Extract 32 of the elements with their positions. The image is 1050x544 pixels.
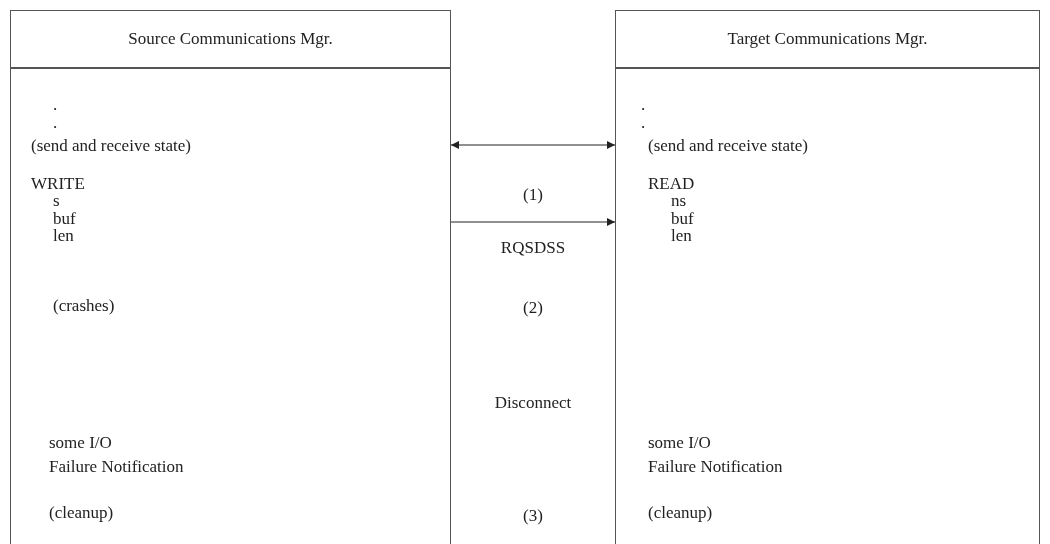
body-text: . (53, 96, 58, 114)
arrow (450, 141, 616, 149)
body-text: len (671, 227, 692, 245)
column-box (10, 10, 451, 544)
column-header: Source Communications Mgr. (11, 11, 450, 69)
body-text: . (641, 96, 646, 114)
body-text: buf (53, 210, 76, 228)
message-label: (1) (523, 186, 543, 204)
body-text: some I/O (49, 434, 112, 452)
body-text: Failure Notification (49, 458, 184, 476)
body-text: buf (671, 210, 694, 228)
body-text: Failure Notification (648, 458, 783, 476)
body-text: some I/O (648, 434, 711, 452)
body-text: s (53, 192, 60, 210)
body-text: (send and receive state) (31, 137, 191, 155)
body-text: (cleanup) (49, 504, 114, 522)
message-label: Disconnect (494, 394, 572, 412)
body-text: . (53, 114, 58, 132)
body-text: (send and receive state) (648, 137, 808, 155)
message-label: (3) (523, 507, 543, 525)
arrow (450, 218, 616, 226)
body-text: READ (648, 175, 695, 193)
body-text: (crashes) (53, 297, 115, 315)
body-text: WRITE (31, 175, 85, 193)
message-label: RQSDSS (500, 239, 566, 257)
body-text: len (53, 227, 74, 245)
body-text: (cleanup) (648, 504, 713, 522)
column-header: Target Communications Mgr. (616, 11, 1039, 69)
body-text: . (641, 114, 646, 132)
body-text: ns (671, 192, 687, 210)
column-box (615, 10, 1040, 544)
message-label: (2) (523, 299, 543, 317)
